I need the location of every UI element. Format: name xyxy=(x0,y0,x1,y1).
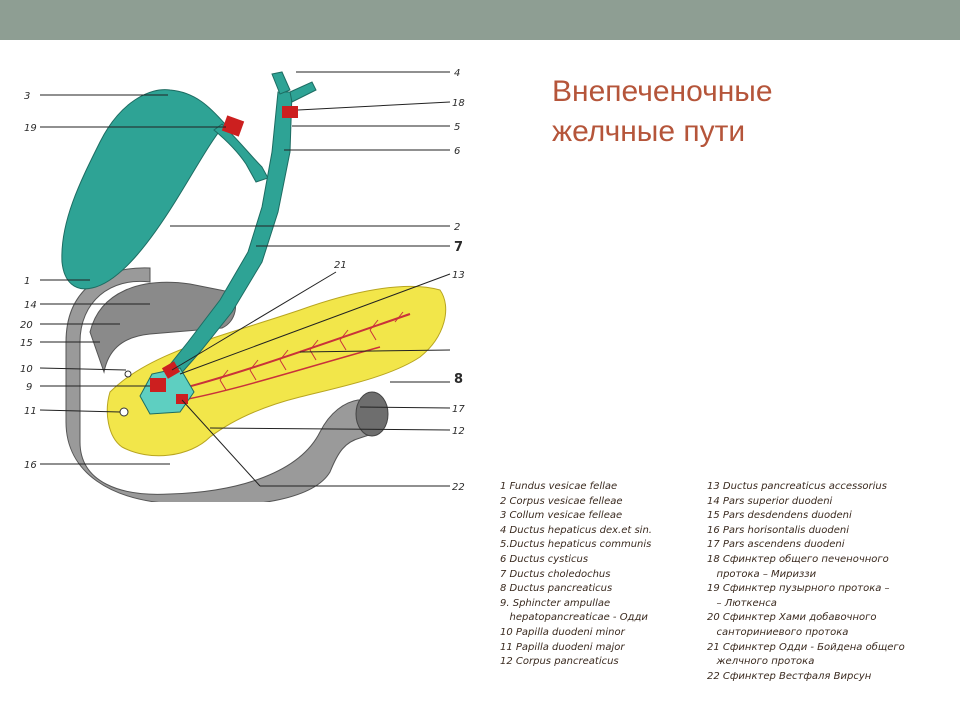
figure-label-1: 1 xyxy=(24,276,30,287)
figure-label-17: 17 xyxy=(452,404,465,415)
legend-item: 21 Сфинктер Одди - Бойдена общего xyxy=(707,641,905,653)
figure-label-15: 15 xyxy=(20,338,33,349)
legend-item: 7 Ductus choledochus xyxy=(500,568,611,580)
legend-item: 1 Fundus vesicae fellae xyxy=(500,481,618,492)
cystic-duct xyxy=(213,123,269,183)
legend-item: hepatopancreaticae - Одди xyxy=(500,612,648,624)
figure-label-18: 18 xyxy=(452,98,465,109)
major-duodenal-papilla xyxy=(119,407,129,417)
legend-item: протока – Мириззи xyxy=(707,568,817,580)
legend-item: 8 Ductus pancreaticus xyxy=(500,583,613,595)
legend-item: 19 Сфинктер пузырного протока – xyxy=(707,583,890,595)
legend-item: 3 Collum vesicae felleae xyxy=(500,510,623,522)
figure-label-22: 22 xyxy=(452,482,465,493)
pancreatic-duct xyxy=(167,311,411,403)
figure-legend: 1 Fundus vesicae fellae 2 Corpus vesicae… xyxy=(500,480,960,700)
legend-item: 9. Sphincter ampullae xyxy=(500,597,611,609)
figure-label-3: 3 xyxy=(24,91,30,102)
sphincter-ampulla xyxy=(150,378,166,392)
legend-item: 2 Corpus vesicae felleae xyxy=(500,495,623,507)
figure-label-6: 6 xyxy=(454,146,460,157)
legend-item: санториниевого протока xyxy=(707,626,849,638)
legend-item: 17 Pars ascendens duodeni xyxy=(707,539,845,551)
pancreas xyxy=(106,285,447,457)
right-leader-lines xyxy=(170,71,451,487)
legend-left-column: 1 Fundus vesicae fellae 2 Corpus vesicae… xyxy=(500,480,700,670)
figure-label-20: 20 xyxy=(20,320,33,331)
minor-duodenal-papilla xyxy=(124,370,132,378)
legend-right-column: 13 Ductus pancreaticus accessorius 14 Pa… xyxy=(707,480,957,684)
legend-item: 6 Ductus cysticus xyxy=(500,553,589,565)
slide-title-line-2: желчные пути xyxy=(552,115,746,148)
figure-label-14: 14 xyxy=(24,300,37,311)
top-band xyxy=(0,0,960,40)
figure-label-7: 7 xyxy=(454,240,463,255)
left-hepatic-duct xyxy=(271,71,291,95)
gallbladder xyxy=(61,89,226,290)
legend-item: 4 Ductus hepaticus dex.et sin. xyxy=(500,524,652,536)
right-hepatic-duct xyxy=(289,81,317,103)
figure-label-2: 2 xyxy=(454,222,460,233)
legend-item: 11 Papilla duodeni major xyxy=(500,641,625,653)
sphincter-oddi-boyden xyxy=(161,361,181,379)
legend-item: 14 Pars superior duodeni xyxy=(707,495,833,507)
figure-label-9: 9 xyxy=(26,382,32,393)
figure-label-19: 19 xyxy=(24,123,37,134)
legend-item: 20 Сфинктер Хами добавочного xyxy=(707,612,877,624)
figure-label-8: 8 xyxy=(454,372,463,387)
legend-item: желчного протока xyxy=(707,656,815,668)
figure-label-5: 5 xyxy=(454,122,460,133)
legend-item: 16 Pars horisontalis duodeni xyxy=(707,524,849,536)
slide-title: Внепеченочные желчные пути xyxy=(552,72,932,152)
legend-item: 12 Corpus pancreaticus xyxy=(500,656,619,668)
figure-label-16: 16 xyxy=(24,460,37,471)
slide-title-line-1: Внепеченочные xyxy=(552,75,773,108)
figure-label-11: 11 xyxy=(24,406,37,417)
figure-label-12: 12 xyxy=(452,426,465,437)
biliary-anatomy-figure: 3 19 1 14 20 15 10 9 11 16 4 18 5 6 2 7 … xyxy=(0,52,500,502)
sphincter-westphal xyxy=(176,394,188,404)
legend-item: 15 Pars desdendens duodeni xyxy=(707,510,852,522)
legend-item: 13 Ductus pancreaticus accessorius xyxy=(707,481,887,492)
legend-item: – Люткенса xyxy=(707,597,777,609)
figure-label-10: 10 xyxy=(20,364,33,375)
sphincter-lutkens xyxy=(221,115,245,137)
figure-label-21: 21 xyxy=(334,260,347,271)
figure-label-4: 4 xyxy=(454,68,460,79)
figure-label-13: 13 xyxy=(452,270,465,281)
legend-item: 22 Сфинктер Вестфаля Вирсун xyxy=(707,670,872,682)
left-leader-lines xyxy=(39,94,226,465)
sphincter-mirizzi xyxy=(282,106,298,118)
duodenum-ascending-opening xyxy=(355,391,389,437)
legend-item: 18 Сфинктер общего печеночного xyxy=(707,553,889,565)
legend-item: 10 Papilla duodeni minor xyxy=(500,626,625,638)
legend-item: 5.Ductus hepaticus communis xyxy=(500,539,652,551)
